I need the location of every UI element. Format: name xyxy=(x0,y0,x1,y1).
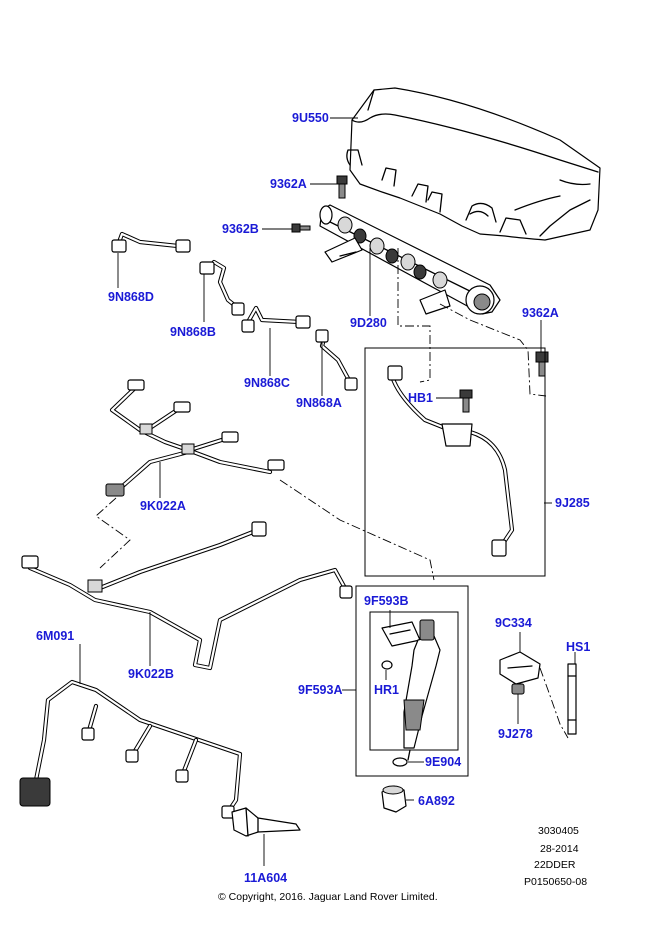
diagram-code: 3030405 xyxy=(538,825,579,837)
injector-nut[interactable] xyxy=(381,785,407,813)
clamp-stud[interactable] xyxy=(567,663,577,735)
return-hose[interactable] xyxy=(387,365,515,557)
fuel-rail[interactable] xyxy=(319,204,501,315)
return-hose-box xyxy=(364,347,546,577)
leak-off-harness-upper[interactable] xyxy=(105,379,285,497)
label-engine-cover[interactable]: 9U550 xyxy=(292,111,329,125)
bolt-rail-b[interactable] xyxy=(291,223,311,233)
label-injector-assembly[interactable]: 9F593A xyxy=(298,683,342,697)
label-fuel-line-a[interactable]: 9N868A xyxy=(296,396,342,410)
diagram-meta: 3030405 28-2014 22DDER P0150650-08 xyxy=(524,825,587,888)
glow-plug-harness[interactable] xyxy=(19,679,243,819)
leader-lines xyxy=(79,117,576,866)
illustration-ref: P0150650-08 xyxy=(524,876,587,888)
injector-inner-box xyxy=(369,611,459,751)
label-bolt-rail-a[interactable]: 9362A xyxy=(522,306,559,320)
label-leak-off-harness-lower[interactable]: 9K022B xyxy=(128,667,174,681)
diagram-date: 28-2014 xyxy=(540,843,579,855)
injector-body[interactable] xyxy=(403,619,441,761)
label-fuel-line-b[interactable]: 9N868B xyxy=(170,325,216,339)
association-lines xyxy=(95,248,569,739)
label-injector-clamp-block[interactable]: 9C334 xyxy=(495,616,532,630)
return-hose-bolt[interactable] xyxy=(459,389,473,413)
label-fuel-line-d[interactable]: 9N868D xyxy=(108,290,154,304)
label-return-hose-bolt[interactable]: HB1 xyxy=(408,391,433,405)
engine-cover[interactable] xyxy=(346,87,601,241)
injector-washer[interactable] xyxy=(392,757,408,767)
label-leak-off-harness-upper[interactable]: 9K022A xyxy=(140,499,186,513)
label-bolt-rail-b[interactable]: 9362B xyxy=(222,222,259,236)
label-injector-retainer[interactable]: HR1 xyxy=(374,683,399,697)
label-glow-plug-harness[interactable]: 6M091 xyxy=(36,629,74,643)
label-injector-washer[interactable]: 9E904 xyxy=(425,755,461,769)
callout-labels: 9U550 9362A 9362B 9N868D 9N868B 9N868C 9… xyxy=(36,111,590,885)
label-bolt-cover[interactable]: 9362A xyxy=(270,177,307,191)
engine-code: 22DDER xyxy=(534,859,576,871)
clamp-nut[interactable] xyxy=(511,683,525,695)
glow-plug[interactable] xyxy=(231,807,301,837)
injector-clamp-block[interactable] xyxy=(499,651,541,685)
label-clamp-nut[interactable]: 9J278 xyxy=(498,727,533,741)
injector-outer-box xyxy=(355,585,469,777)
injector-clamp[interactable] xyxy=(381,621,421,647)
label-fuel-line-c[interactable]: 9N868C xyxy=(244,376,290,390)
fuel-line-c[interactable] xyxy=(241,305,311,333)
label-clamp-stud[interactable]: HS1 xyxy=(566,640,590,654)
fuel-line-b[interactable] xyxy=(199,259,245,316)
label-injector-clamp[interactable]: 9F593B xyxy=(364,594,408,608)
copyright: © Copyright, 2016. Jaguar Land Rover Lim… xyxy=(218,891,438,903)
label-injector-nut[interactable]: 6A892 xyxy=(418,794,455,808)
label-return-hose[interactable]: 9J285 xyxy=(555,496,590,510)
label-fuel-rail[interactable]: 9D280 xyxy=(350,316,387,330)
leak-off-harness-lower[interactable] xyxy=(21,521,353,671)
bolt-rail-a[interactable] xyxy=(535,351,549,377)
fuel-line-d[interactable] xyxy=(111,231,191,253)
bolt-cover[interactable] xyxy=(336,175,348,199)
label-glow-plug[interactable]: 11A604 xyxy=(244,871,287,885)
injector-retainer[interactable] xyxy=(381,660,393,670)
